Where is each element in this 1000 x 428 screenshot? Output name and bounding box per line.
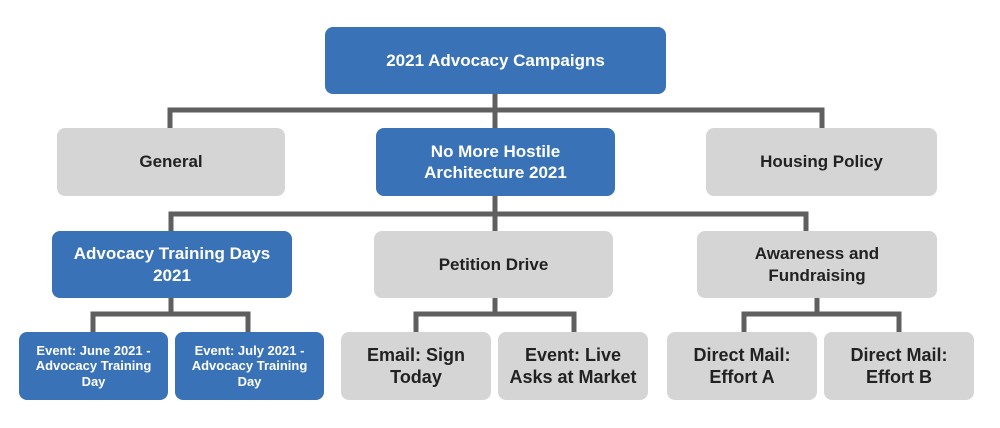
live-asks-market-node-label: Event: Live Asks at Market <box>509 344 637 388</box>
june-event-node[interactable]: Event: June 2021 - Advocacy Training Day <box>19 332 168 400</box>
live-asks-market-node[interactable]: Event: Live Asks at Market <box>498 332 648 400</box>
email-sign-today-node[interactable]: Email: Sign Today <box>341 332 491 400</box>
direct-mail-a-node[interactable]: Direct Mail: Effort A <box>667 332 817 400</box>
petition-drive-node-label: Petition Drive <box>438 254 549 274</box>
hostile-architecture-node-label: No More Hostile Architecture 2021 <box>424 141 567 182</box>
training-days-node[interactable]: Advocacy Training Days 2021 <box>52 231 292 298</box>
direct-mail-b-node[interactable]: Direct Mail: Effort B <box>824 332 974 400</box>
direct-mail-b-node-label: Direct Mail: Effort B <box>850 344 948 388</box>
june-event-node-label: Event: June 2021 - Advocacy Training Day <box>35 342 152 389</box>
root-node[interactable]: 2021 Advocacy Campaigns <box>325 27 666 94</box>
email-sign-today-node-label: Email: Sign Today <box>366 344 465 388</box>
direct-mail-a-node-label: Direct Mail: Effort A <box>693 344 791 388</box>
general-node[interactable]: General <box>57 128 285 196</box>
awareness-fundraising-node-label: Awareness and Fundraising <box>754 244 880 285</box>
training-days-node-label: Advocacy Training Days 2021 <box>73 244 271 285</box>
petition-drive-node[interactable]: Petition Drive <box>374 231 613 298</box>
root-node-label: 2021 Advocacy Campaigns <box>386 50 605 70</box>
july-event-node-label: Event: July 2021 - Advocacy Training Day <box>191 342 308 389</box>
general-node-label: General <box>139 152 203 172</box>
july-event-node[interactable]: Event: July 2021 - Advocacy Training Day <box>175 332 324 400</box>
housing-policy-node[interactable]: Housing Policy <box>706 128 937 196</box>
housing-policy-node-label: Housing Policy <box>760 152 883 172</box>
awareness-fundraising-node[interactable]: Awareness and Fundraising <box>697 231 937 298</box>
hostile-architecture-node[interactable]: No More Hostile Architecture 2021 <box>376 128 615 196</box>
